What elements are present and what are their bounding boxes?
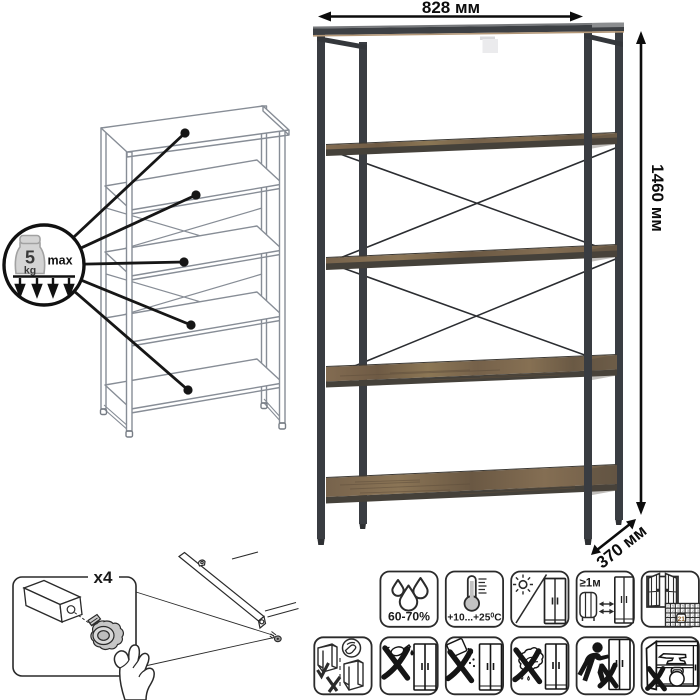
svg-text:5: 5 xyxy=(697,609,699,613)
svg-text:5: 5 xyxy=(672,605,674,609)
svg-text:1460 мм: 1460 мм xyxy=(648,164,667,232)
svg-text:2: 2 xyxy=(677,605,679,609)
svg-text:2: 2 xyxy=(672,619,674,623)
svg-text:2: 2 xyxy=(672,609,674,613)
svg-text:x4: x4 xyxy=(94,568,113,587)
svg-text:5: 5 xyxy=(697,614,699,618)
svg-text:2: 2 xyxy=(667,614,669,618)
svg-text:kg: kg xyxy=(24,265,36,277)
svg-text:2: 2 xyxy=(692,614,694,618)
svg-text:2: 2 xyxy=(667,605,669,609)
svg-text:5: 5 xyxy=(667,619,669,623)
svg-text:60-70%: 60-70% xyxy=(388,610,430,624)
svg-text:5: 5 xyxy=(672,614,674,618)
svg-text:5: 5 xyxy=(692,605,694,609)
svg-text:+10...+250С: +10...+250С xyxy=(447,613,502,624)
svg-text:5: 5 xyxy=(687,614,689,618)
svg-text:5: 5 xyxy=(687,623,689,627)
svg-text:≥1м: ≥1м xyxy=(580,578,601,590)
svg-text:5: 5 xyxy=(672,623,674,627)
svg-text:5: 5 xyxy=(25,248,35,268)
svg-text:5: 5 xyxy=(692,619,694,623)
svg-text:2: 2 xyxy=(687,619,689,623)
svg-text:2: 2 xyxy=(682,609,684,613)
svg-text:5: 5 xyxy=(667,609,669,613)
svg-text:2: 2 xyxy=(697,619,699,623)
svg-text:828 мм: 828 мм xyxy=(422,0,480,17)
svg-text:2: 2 xyxy=(677,623,679,627)
svg-text:21: 21 xyxy=(678,616,686,623)
svg-text:2: 2 xyxy=(667,623,669,627)
svg-text:2: 2 xyxy=(697,605,699,609)
svg-text:5: 5 xyxy=(682,605,684,609)
svg-text:5: 5 xyxy=(697,623,699,627)
svg-text:5: 5 xyxy=(677,609,679,613)
svg-text:5: 5 xyxy=(687,609,689,613)
svg-text:2: 2 xyxy=(692,609,694,613)
svg-text:2: 2 xyxy=(687,605,689,609)
svg-text:2: 2 xyxy=(692,623,694,627)
svg-text:max: max xyxy=(48,254,73,268)
